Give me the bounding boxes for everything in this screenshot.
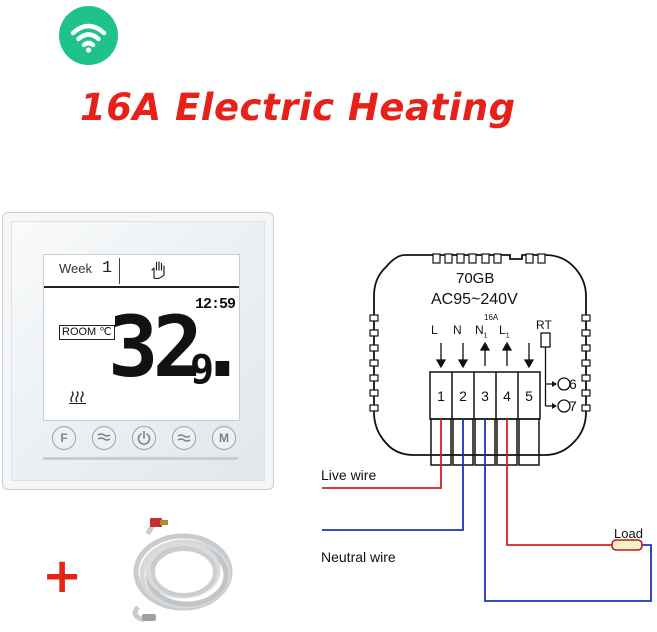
rt-sensor-symbol bbox=[540, 332, 571, 413]
lcd-display: Week 1 12:59 ROOM ℃ 32. 9 bbox=[43, 254, 248, 421]
live-wire-lines bbox=[322, 419, 612, 546]
terminal-number: 1 bbox=[437, 388, 445, 404]
terminal-arrows bbox=[435, 341, 535, 369]
terminal-number: 5 bbox=[525, 388, 533, 404]
clock-readout: 12:59 bbox=[195, 296, 236, 313]
fan-down-button[interactable] bbox=[92, 426, 116, 450]
m-button[interactable]: M bbox=[212, 426, 236, 450]
heating-waves-icon bbox=[69, 391, 86, 404]
rt-label: RT bbox=[536, 318, 552, 332]
hand-icon bbox=[151, 261, 165, 280]
fan-up-button[interactable] bbox=[172, 426, 196, 450]
terminal-label-l: L bbox=[431, 323, 438, 337]
week-label: Week bbox=[59, 261, 92, 276]
neutral-wire-label: Neutral wire bbox=[321, 549, 396, 565]
wifi-badge bbox=[59, 6, 118, 65]
f-button[interactable]: F bbox=[52, 426, 76, 450]
terminal-number: 3 bbox=[481, 388, 489, 404]
load-label: Load bbox=[614, 526, 643, 541]
live-wire-label: Live wire bbox=[321, 467, 377, 483]
week-value: 1 bbox=[102, 259, 113, 278]
neutral-wire-lines bbox=[322, 419, 652, 602]
terminal-label-n1: N1 bbox=[475, 323, 488, 340]
plus-sign: + bbox=[42, 548, 83, 604]
room-label: ROOM ℃ bbox=[59, 325, 115, 340]
power-button[interactable] bbox=[132, 426, 156, 450]
temperature-decimal: 9 bbox=[190, 347, 215, 393]
sensor-cable-image bbox=[132, 518, 233, 623]
wifi-icon bbox=[70, 23, 107, 53]
sensor-terminal-number: 7 bbox=[569, 398, 577, 414]
fan-up-icon bbox=[177, 434, 191, 442]
page-title: 16A Electric Heating bbox=[80, 86, 516, 129]
sensor-terminal-number: 6 bbox=[569, 376, 577, 392]
load-symbol bbox=[611, 539, 643, 551]
module-outline bbox=[373, 254, 587, 456]
lcd-separator-horizontal bbox=[44, 286, 239, 288]
model-label: 70GB bbox=[456, 270, 495, 287]
wiring-diagram bbox=[322, 253, 652, 602]
current-label: 16A bbox=[484, 313, 499, 322]
terminal-number: 2 bbox=[459, 388, 467, 404]
terminal-label-l1: L1 bbox=[499, 323, 510, 340]
thermostat-panel: Week 1 12:59 ROOM ℃ 32. 9 F M bbox=[2, 212, 274, 490]
terminal-label-n: N bbox=[453, 323, 462, 337]
lcd-separator-vertical bbox=[119, 258, 120, 284]
temperature-integer: 32. bbox=[108, 298, 248, 396]
voltage-label: AC95~240V bbox=[431, 291, 518, 308]
power-icon bbox=[137, 430, 151, 445]
touch-strip bbox=[43, 457, 238, 460]
fan-down-icon bbox=[97, 433, 111, 441]
terminal-number: 4 bbox=[503, 388, 511, 404]
